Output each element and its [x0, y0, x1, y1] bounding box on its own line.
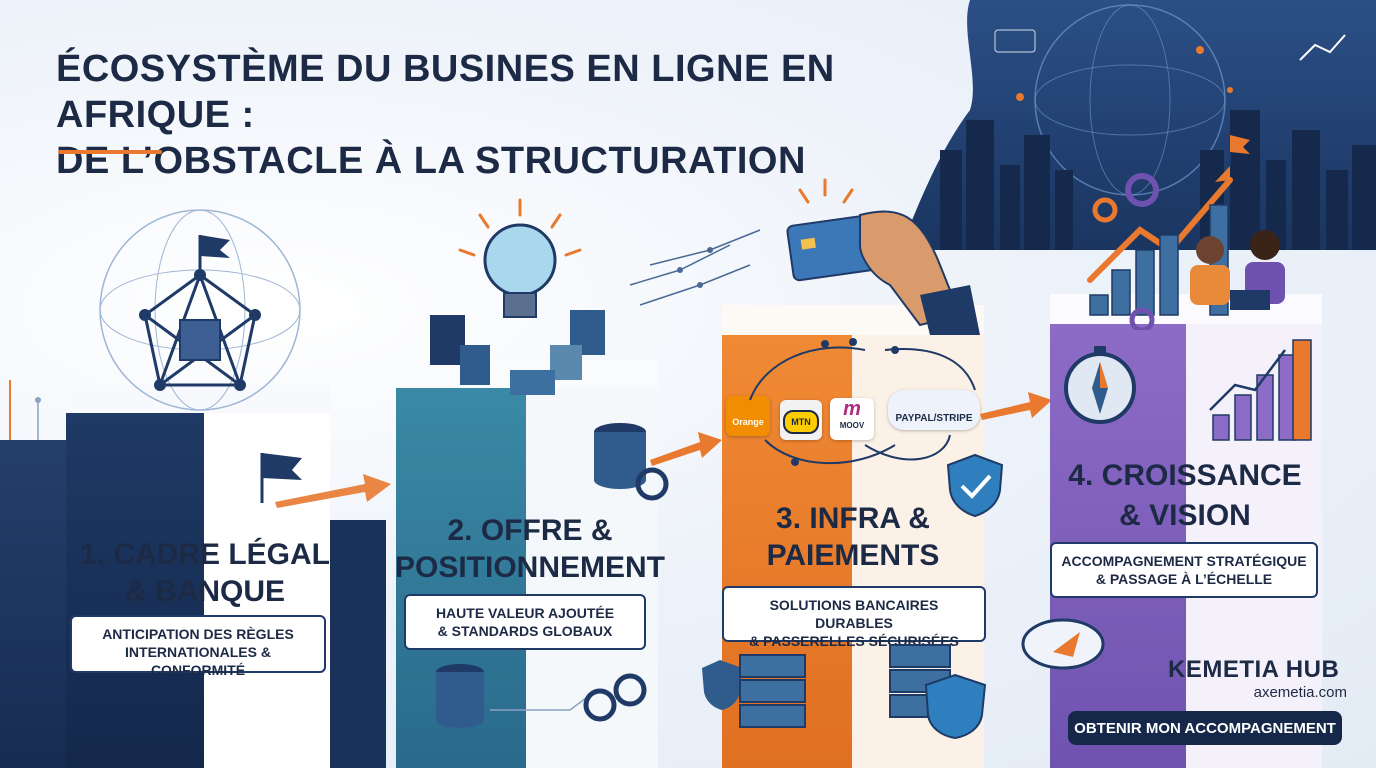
- pillar-1-side-block: [330, 520, 386, 768]
- step-1-description-box: ANTICIPATION DES RÈGLES INTERNATIONALES …: [70, 615, 326, 678]
- step-3-desc-line-1: SOLUTIONS BANCAIRES DURABLES: [769, 597, 939, 631]
- flag-icon: [260, 453, 302, 503]
- step-4-title-line-1: 4. CROISSANCE: [1068, 459, 1302, 492]
- step-3-description-box: SOLUTIONS BANCAIRES DURABLES & PASSERELL…: [722, 586, 986, 649]
- paypal-stripe-cloud: PAYPAL/STRIPE: [888, 390, 980, 430]
- brand-url[interactable]: axemetia.com: [1253, 684, 1347, 701]
- arrow-right-icon-3: [980, 392, 1052, 420]
- step-4-desc-line-1: ACCOMPAGNEMENT STRATÉGIQUE: [1061, 553, 1307, 569]
- pillar-1-top: [66, 385, 330, 413]
- arrow-right-icon-1: [275, 474, 391, 508]
- title-line-1: ÉCOSYSTÈME DU BUSINES EN LIGNE EN AFRIQU…: [56, 48, 835, 136]
- step-4-title: 4. CROISSANCE & VISION: [1040, 456, 1330, 536]
- moov-logo-label: MOOV: [839, 421, 865, 430]
- step-2-title-line-1: 2. OFFRE &: [447, 514, 613, 547]
- brand-name: KEMETIA HUB: [1168, 656, 1340, 683]
- step-1-title-line-2: & BANQUE: [124, 575, 285, 608]
- step-3-title-line-1: 3. INFRA &: [776, 502, 930, 535]
- compass-flat-icon: [1021, 618, 1105, 670]
- pillar-1-background: [0, 440, 66, 768]
- mtn-logo: MTN: [780, 400, 822, 440]
- get-support-button[interactable]: OBTENIR MON ACCOMPAGNEMENT: [1068, 711, 1342, 745]
- server-security-icons: [702, 644, 987, 740]
- step-1-title: 1. CADRE LÉGAL & BANQUE: [60, 536, 350, 610]
- title-underline: [58, 150, 162, 154]
- arrow-right-icon-2: [650, 432, 722, 466]
- step-1-desc-line-2: INTERNATIONALES & CONFORMITÉ: [125, 644, 271, 678]
- step-1-title-line-1: 1. CADRE LÉGAL: [79, 538, 331, 571]
- page-title: ÉCOSYSTÈME DU BUSINES EN LIGNE EN AFRIQU…: [56, 46, 956, 184]
- step-3-title: 3. INFRA & PAIEMENTS: [718, 500, 988, 574]
- title-line-2: DE L’OBSTACLE À LA STRUCTURATION: [56, 140, 806, 182]
- step-2-description-box: HAUTE VALEUR AJOUTÉE & STANDARDS GLOBAUX: [404, 594, 646, 650]
- growth-team-illustration: [1087, 135, 1285, 330]
- database-gears-icon: [436, 664, 647, 728]
- city-skyline-illustration: [900, 0, 1376, 250]
- security-shield-icon: [946, 453, 1004, 518]
- globe-network-icon: [99, 209, 301, 411]
- step-3-title-line-2: PAIEMENTS: [766, 539, 940, 572]
- pillar-1-left-face: [66, 405, 204, 768]
- step-2-title-line-2: POSITIONNEMENT: [394, 551, 665, 584]
- step-4-title-line-2: & VISION: [1119, 499, 1251, 532]
- payment-flow-arrows: [749, 338, 976, 466]
- moov-logo-mark: m: [843, 398, 861, 420]
- database-gear-icon: [594, 423, 669, 501]
- step-1-desc-line-1: ANTICIPATION DES RÈGLES: [102, 626, 294, 642]
- orange-money-logo: Orange: [726, 396, 770, 436]
- step-4-description-box: ACCOMPAGNEMENT STRATÉGIQUE & PASSAGE À L…: [1050, 542, 1318, 598]
- moov-logo: m MOOV: [830, 398, 874, 440]
- mtn-logo-label: MTN: [783, 410, 819, 434]
- hand-credit-card-icon: [629, 178, 980, 335]
- bar-chart-growth-icon: [1209, 339, 1312, 441]
- step-2-desc-line-1: HAUTE VALEUR AJOUTÉE: [435, 605, 615, 621]
- step-4-desc-line-2: & PASSAGE À L’ÉCHELLE: [1095, 571, 1273, 587]
- compass-icon: [1064, 346, 1136, 424]
- step-2-title: 2. OFFRE & POSITIONNEMENT: [385, 512, 675, 586]
- step-2-desc-line-2: & STANDARDS GLOBAUX: [437, 623, 613, 639]
- lightbulb-products-icon: [430, 198, 605, 395]
